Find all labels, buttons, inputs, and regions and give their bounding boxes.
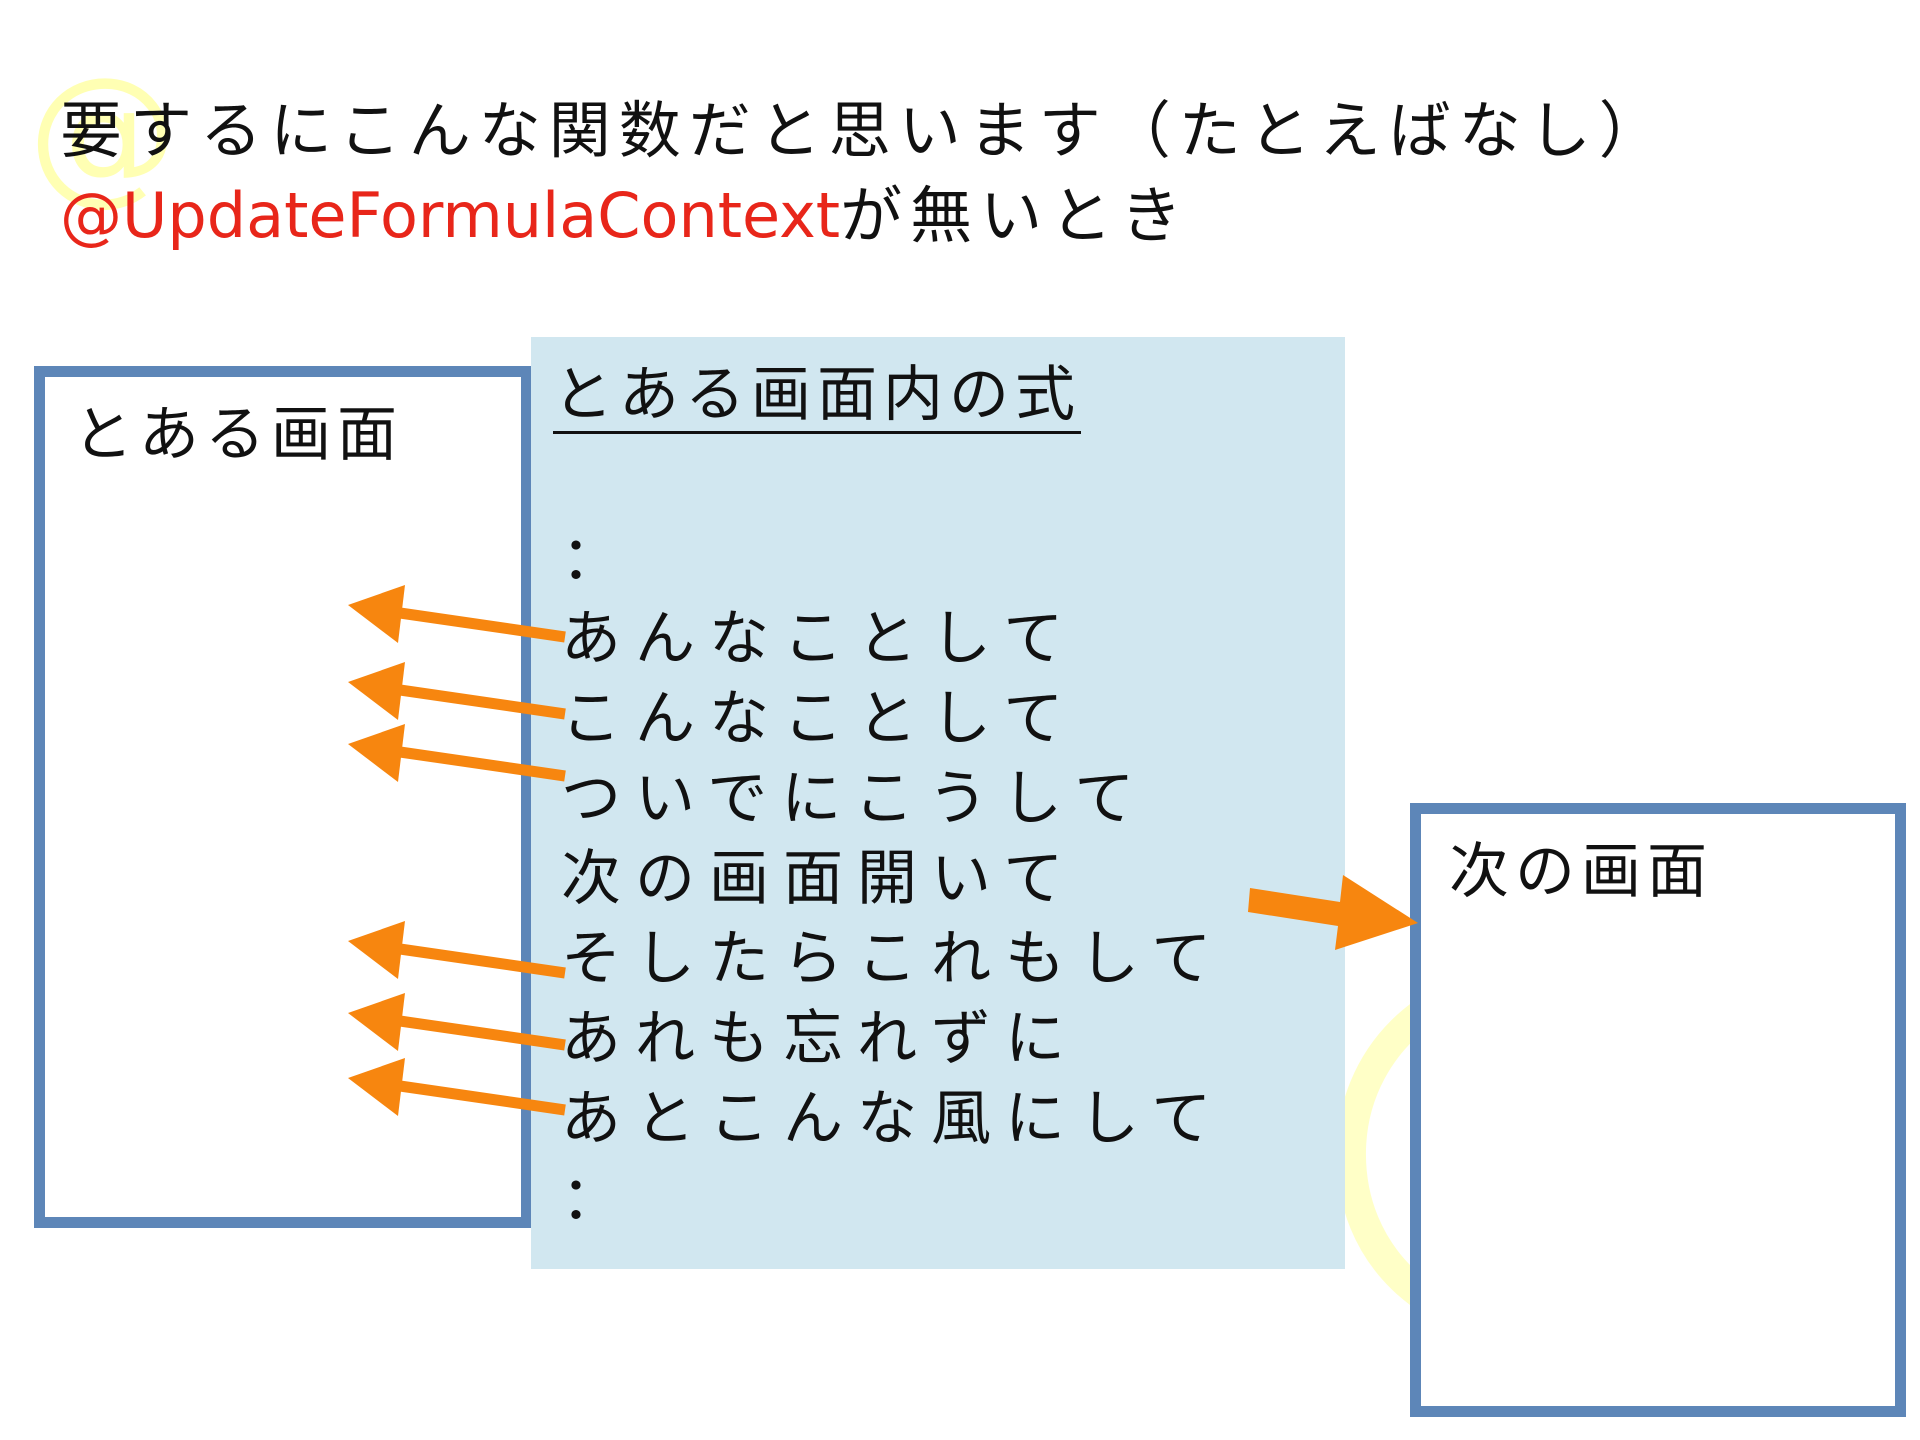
formula-line-4: 次の画面開いて [561,844,1078,914]
arrow-line-6 [348,993,566,1051]
formula-line-7: あとこんな風にして [561,1084,1226,1154]
formula-panel-title: とある画面内の式 [553,365,1081,434]
formula-line-3: ついでにこうして [561,764,1149,834]
arrow-to-next-screen [1248,875,1418,950]
formula-panel: とある画面内の式 ： あんなことして こんなことして ついでにこうして 次の画面… [531,337,1345,1269]
formula-line-ellipsis-bottom: ： [561,1164,635,1234]
subtitle-rest: が無いとき [840,179,1191,252]
formula-line-2: こんなことして [561,684,1078,754]
at-watermark-small: @ [28,46,178,220]
formula-line-1: あんなことして [561,604,1078,674]
arrow-line-7 [348,1058,566,1116]
slide-subtitle: @UpdateFormulaContextが無いとき [60,185,1190,247]
arrow-line-2 [348,662,566,720]
slide-title: 要するにこんな関数だと思います（たとえばなし） [60,94,1669,167]
formula-line-5: そしたらこれもして [561,924,1226,994]
function-name-highlight: @UpdateFormulaContext [60,179,841,252]
arrow-line-5 [348,921,566,979]
right-screen-label: 次の画面 [1449,837,1713,907]
formula-line-ellipsis-top: ： [561,524,635,594]
formula-line-6: あれも忘れずに [561,1004,1079,1074]
left-screen-label: とある画面 [73,400,403,470]
right-screen-box: 次の画面 [1410,803,1906,1417]
arrow-line-3 [348,724,566,782]
arrow-line-1 [348,585,566,643]
left-screen-box: とある画面 [34,366,532,1228]
